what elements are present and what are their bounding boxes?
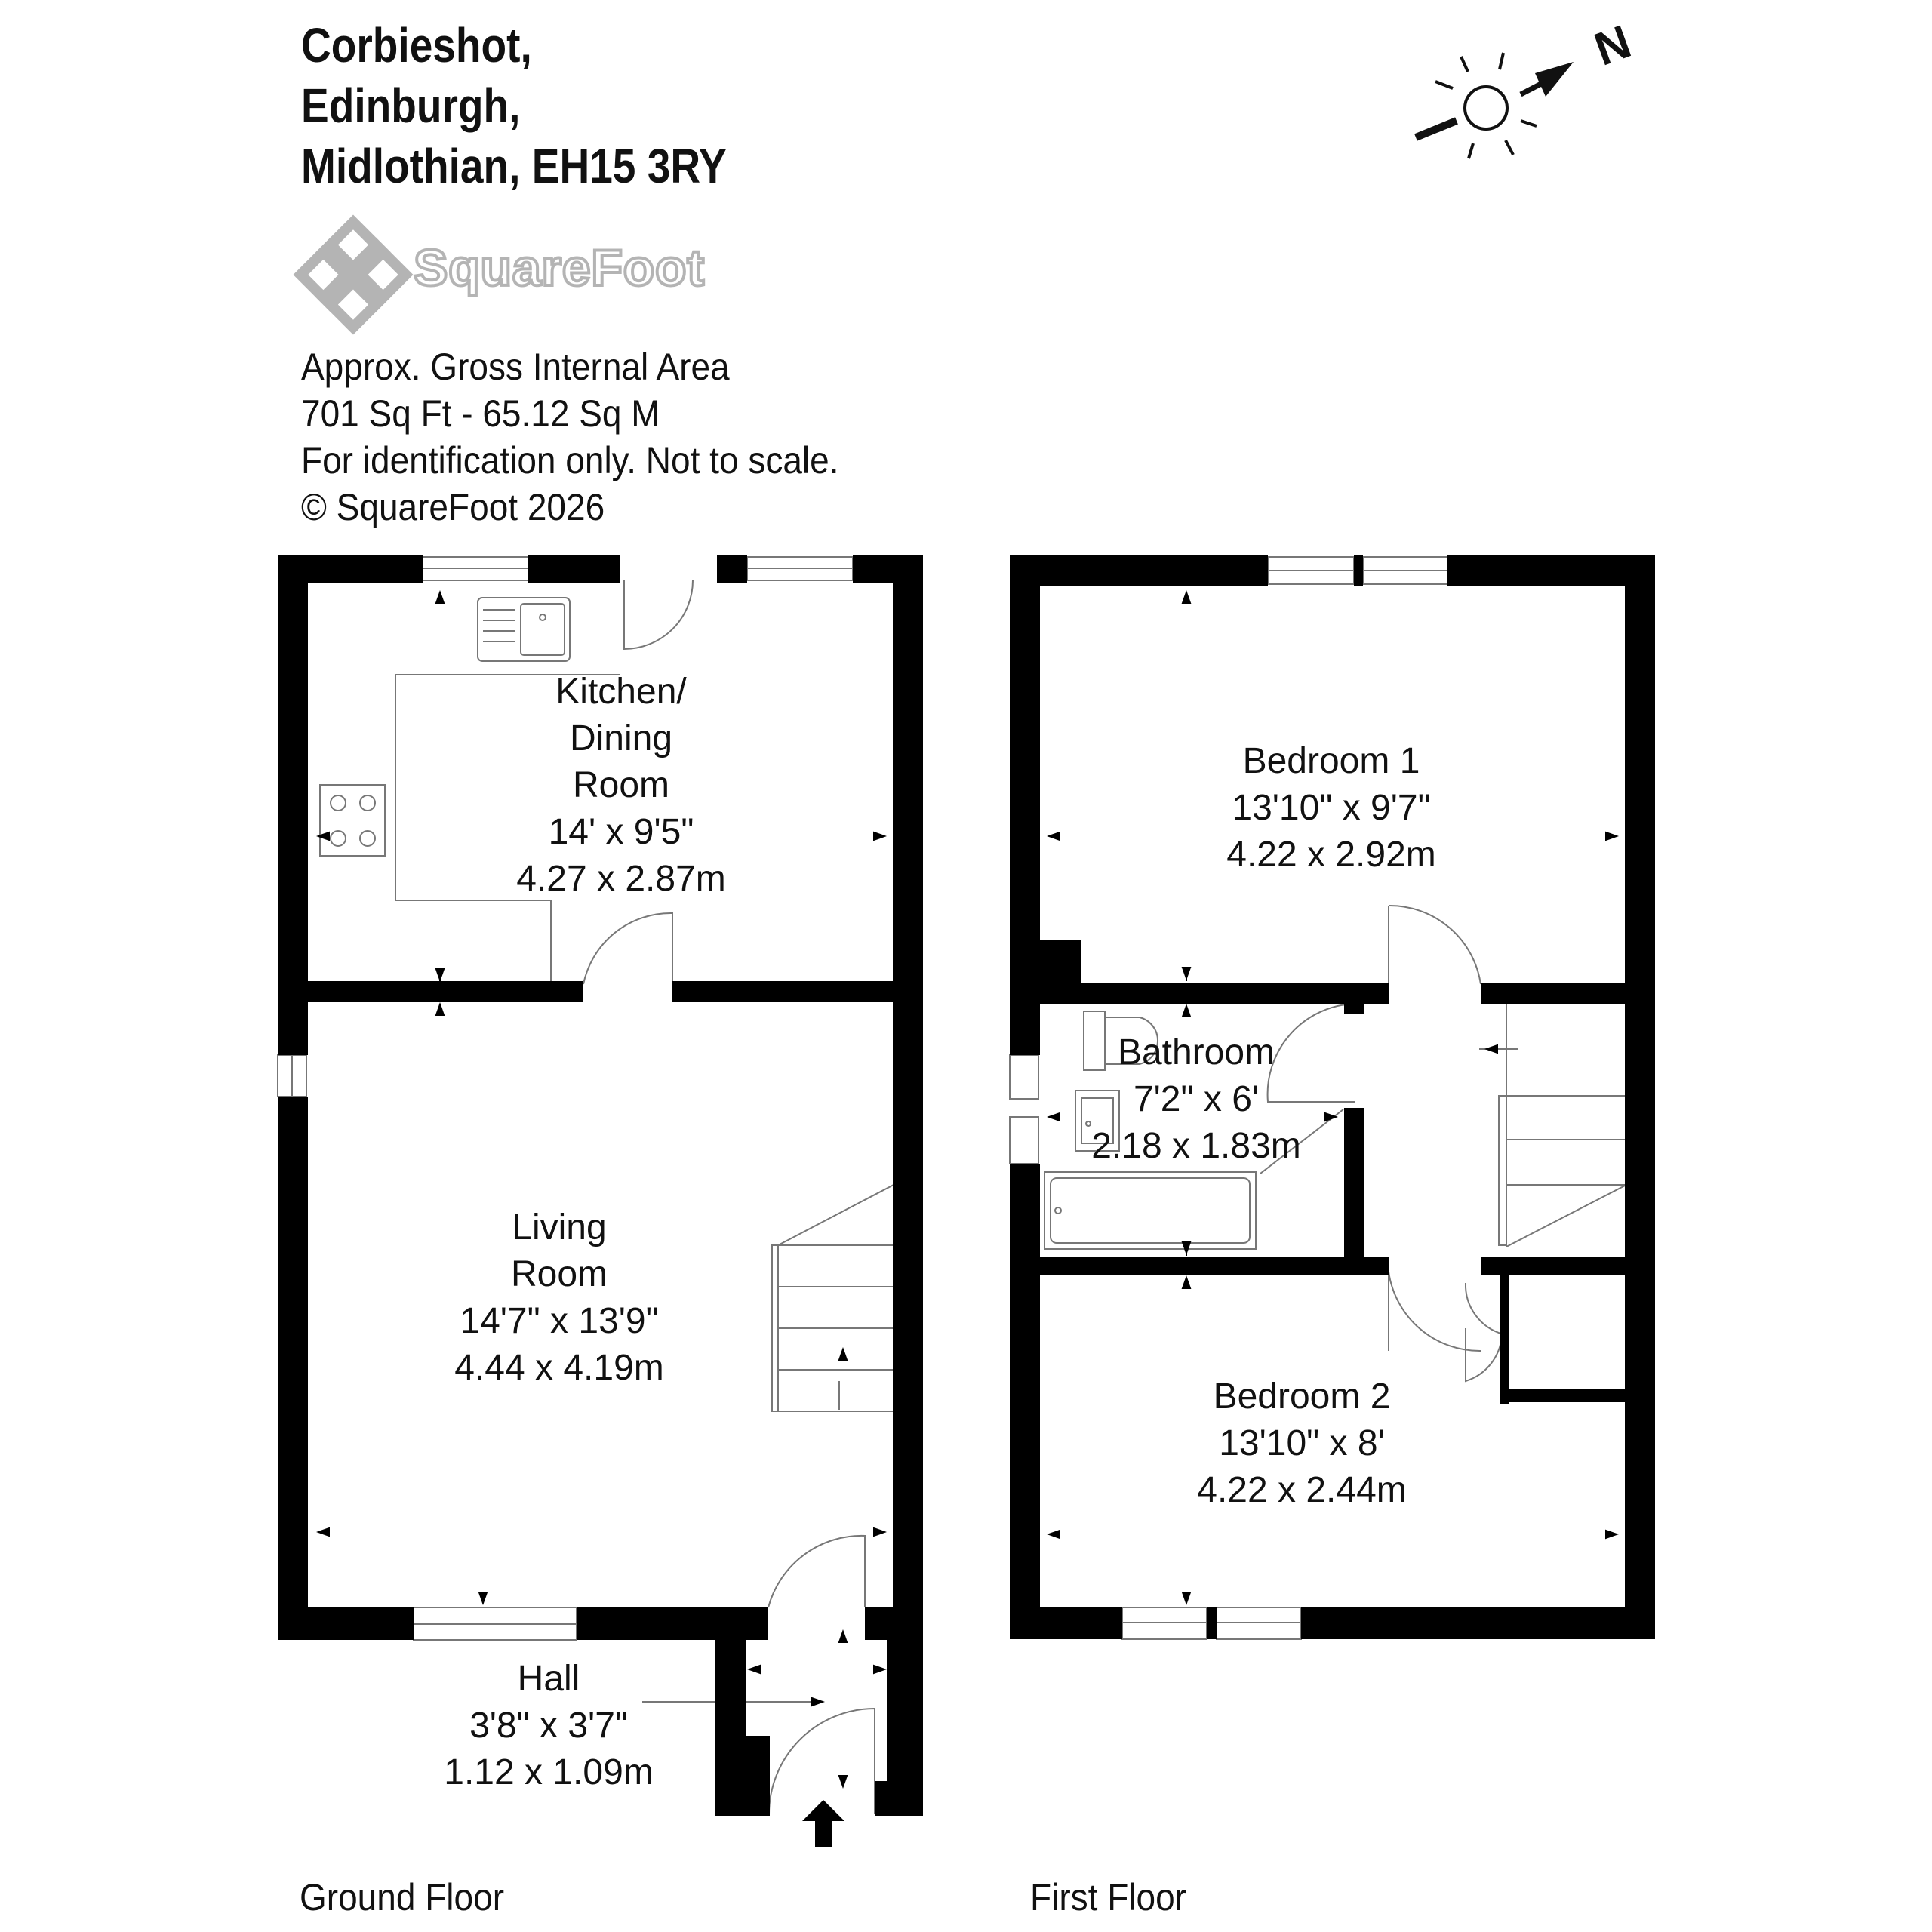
- ground-floor-plan: Kitchen/ Dining Room 14' x 9'5" 4.27 x 2…: [277, 555, 923, 1847]
- room-dimensions-imperial: 14'7" x 13'9": [460, 1301, 658, 1341]
- sink-icon: [477, 597, 571, 662]
- room-bedroom-2: Bedroom 2 13'10" x 8' 4.22 x 2.44m: [1197, 1377, 1407, 1510]
- room-dimensions-imperial: 13'10" x 8': [1219, 1423, 1385, 1463]
- room-name: Bathroom: [1118, 1032, 1275, 1072]
- first-floor-label: First Floor: [1030, 1876, 1186, 1918]
- area-title: Approx. Gross Internal Area: [301, 346, 730, 388]
- room-dimensions-imperial: 7'2" x 6': [1134, 1079, 1259, 1119]
- room-dimensions-imperial: 3'8" x 3'7": [469, 1706, 628, 1746]
- squarefoot-logo: SquareFoot: [293, 214, 706, 335]
- room-name: Bedroom 1: [1243, 741, 1420, 781]
- first-floor-plan: Bedroom 1 13'10" x 9'7" 4.22 x 2.92m Bat…: [1009, 555, 1655, 1640]
- room-kitchen-dining: Kitchen/ Dining Room 14' x 9'5" 4.27 x 2…: [516, 672, 726, 899]
- room-name: Room: [511, 1254, 608, 1294]
- room-name: Living: [512, 1208, 606, 1247]
- disclaimer: For identification only. Not to scale.: [301, 439, 839, 481]
- room-name: Kitchen/: [555, 672, 687, 712]
- ground-floor-walls: [278, 555, 923, 1816]
- compass: N: [1414, 16, 1638, 159]
- ground-floor-dimension-arrows: [316, 590, 887, 1789]
- room-bedroom-1: Bedroom 1 13'10" x 9'7" 4.22 x 2.92m: [1226, 741, 1436, 875]
- room-dimensions-metric: 4.22 x 2.44m: [1197, 1470, 1407, 1510]
- first-floor-dimension-arrows: [1047, 590, 1619, 1605]
- entrance-arrow-icon: [802, 1800, 844, 1847]
- room-bathroom: Bathroom 7'2" x 6' 2.18 x 1.83m: [1091, 1032, 1301, 1166]
- room-name: Dining: [570, 718, 672, 758]
- sun-icon: [1435, 52, 1537, 159]
- room-dimensions-imperial: 14' x 9'5": [549, 812, 694, 852]
- room-living: Living Room 14'7" x 13'9" 4.44 x 4.19m: [454, 1208, 664, 1388]
- north-label: N: [1588, 16, 1638, 76]
- address-line-2: Edinburgh,: [301, 78, 521, 133]
- room-name: Room: [573, 765, 669, 805]
- room-dimensions-metric: 4.22 x 2.92m: [1226, 835, 1436, 875]
- copyright: © SquareFoot 2026: [301, 486, 605, 528]
- logo-mark-icon: [293, 214, 414, 335]
- address-line-3: Midlothian, EH15 3RY: [301, 139, 727, 193]
- ground-floor-label: Ground Floor: [300, 1876, 505, 1918]
- room-dimensions-metric: 1.12 x 1.09m: [444, 1752, 654, 1792]
- compass-shaft: [1414, 117, 1458, 141]
- first-floor-fixtures: [1009, 556, 1627, 1640]
- room-hall: Hall 3'8" x 3'7" 1.12 x 1.09m: [444, 1659, 654, 1792]
- basin-icon: [1075, 1090, 1120, 1152]
- hob-icon: [319, 784, 386, 857]
- room-dimensions-imperial: 13'10" x 9'7": [1232, 788, 1430, 828]
- room-dimensions-metric: 4.44 x 4.19m: [454, 1348, 664, 1388]
- room-dimensions-metric: 4.27 x 2.87m: [516, 859, 726, 899]
- bath-icon: [1044, 1171, 1257, 1250]
- area-value: 701 Sq Ft - 65.12 Sq M: [301, 392, 660, 435]
- logo-wordmark: SquareFoot: [414, 239, 704, 297]
- room-name: Hall: [518, 1659, 580, 1699]
- toilet-icon: [1083, 1011, 1159, 1071]
- north-arrow-icon: [1519, 62, 1574, 97]
- address-line-1: Corbieshot,: [301, 18, 532, 72]
- room-dimensions-metric: 2.18 x 1.83m: [1091, 1126, 1301, 1166]
- room-name: Bedroom 2: [1214, 1377, 1391, 1417]
- first-floor-walls: [1010, 555, 1655, 1639]
